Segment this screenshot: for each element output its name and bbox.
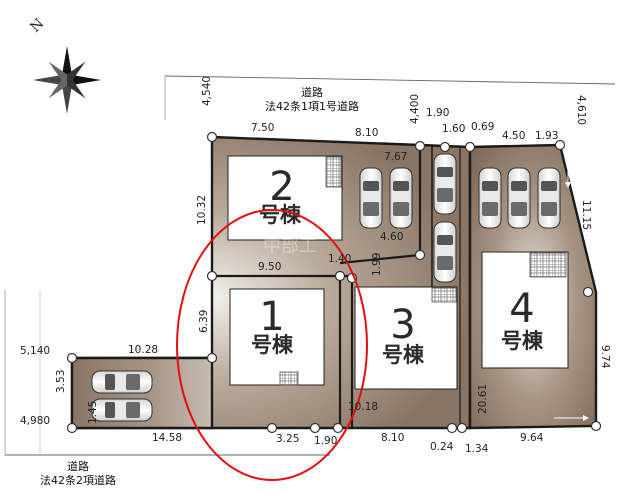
building-4: 4 号棟 — [481, 251, 569, 369]
north-road-label: 道路 — [301, 85, 323, 99]
north-road-type: 法42条1項1号道路 — [265, 99, 359, 113]
building-3-number: 3 — [390, 302, 415, 348]
building-4-label: 号棟 — [501, 329, 544, 353]
dim-810-north: 8.10 — [355, 127, 378, 139]
dim-5140: 5,140 — [20, 345, 50, 357]
building-1-label: 号棟 — [251, 333, 294, 357]
building-4-number: 4 — [509, 286, 534, 332]
highlight-ellipse — [176, 209, 368, 481]
dim-024: 0.24 — [430, 441, 454, 453]
car-icon — [91, 398, 153, 422]
car-icon — [507, 167, 531, 229]
dim-2061: 20.61 — [477, 384, 489, 414]
dim-140: 1.40 — [328, 253, 351, 265]
dim-4610: 4,610 — [575, 95, 587, 125]
dim-199: 1.99 — [371, 253, 383, 276]
building-1-stair-icon — [279, 371, 299, 386]
dim-460: 4.60 — [380, 231, 403, 243]
building-3-stair-icon — [431, 287, 457, 303]
dimension-labels: 4,540 7.50 8.10 4,400 1.90 1.60 0.69 4.5… — [20, 76, 611, 455]
car-icon — [359, 167, 383, 229]
dim-160: 1.60 — [442, 123, 465, 135]
building-3: 3 号棟 — [354, 286, 458, 390]
car-icon — [433, 221, 457, 283]
dim-1458: 14.58 — [152, 432, 182, 444]
car-icon — [478, 167, 502, 229]
arrow-icon — [554, 156, 589, 421]
compass-north-label: N — [27, 16, 47, 36]
dim-134: 1.34 — [465, 443, 489, 455]
building-3-label: 号棟 — [382, 343, 425, 367]
dim-1018: 10.18 — [348, 401, 378, 413]
compass: N — [27, 16, 101, 114]
dim-4400: 4,400 — [409, 94, 421, 124]
dim-353: 3.53 — [55, 370, 67, 393]
dim-950: 9.50 — [258, 261, 281, 273]
compass-rose-icon — [33, 46, 101, 114]
south-road-type: 法42条2項道路 — [40, 473, 116, 487]
dim-069: 0.69 — [471, 121, 494, 133]
dim-325: 3.25 — [276, 433, 299, 445]
south-road-label: 道路 — [67, 459, 89, 473]
dim-767: 7.67 — [384, 151, 407, 163]
dim-639: 6.39 — [198, 310, 210, 333]
boundary-markers — [66, 131, 602, 434]
dim-750: 7.50 — [251, 122, 274, 134]
dim-193: 1.93 — [535, 130, 558, 142]
dim-1115: 11.15 — [580, 200, 592, 230]
building-2: 2 号棟 — [227, 155, 343, 241]
south-road: 道路 法42条2項道路 — [4, 290, 330, 487]
watermark: 中部工 — [263, 236, 317, 257]
car-icon — [433, 153, 457, 215]
car-icon — [389, 167, 413, 229]
building-4-stair-icon — [529, 252, 567, 278]
dim-4980: 4,980 — [20, 415, 50, 427]
dim-145: 1.45 — [87, 401, 99, 424]
dim-1028: 10.28 — [128, 344, 158, 356]
north-road: 道路 法42条1項1号道路 — [164, 75, 616, 120]
dim-450: 4.50 — [502, 130, 525, 142]
building-2-number: 2 — [269, 164, 294, 210]
dim-190-south: 1.90 — [314, 435, 337, 447]
car-icon — [91, 370, 153, 394]
dim-1032: 10.32 — [196, 195, 208, 225]
dim-190-north: 1.90 — [426, 107, 449, 119]
building-2-stair-icon — [325, 156, 342, 188]
dim-974: 9.74 — [599, 345, 611, 369]
building-1-number: 1 — [259, 294, 284, 340]
dim-810-south: 8.10 — [381, 432, 404, 444]
car-icon — [537, 167, 561, 229]
building-1: 1 号棟 — [229, 288, 325, 386]
dim-4540: 4,540 — [201, 76, 213, 106]
dim-964: 9.64 — [520, 432, 544, 444]
